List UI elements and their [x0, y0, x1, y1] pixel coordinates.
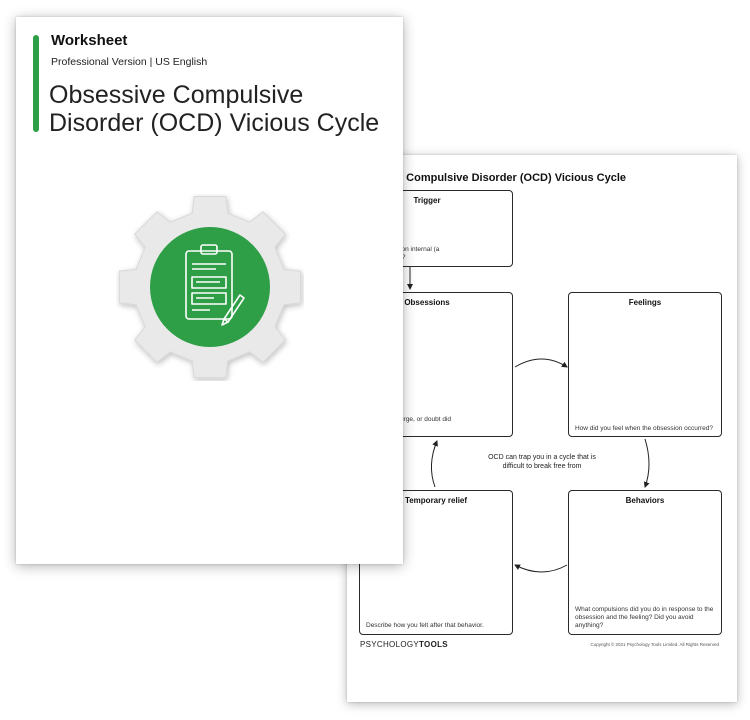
cycle-caption: OCD can trap you in a cycle that is diff…: [488, 454, 596, 470]
relief-title: Temporary relief: [404, 496, 468, 505]
copyright-text: Copyright © 2021 Psychology Tools Limite…: [590, 642, 719, 647]
relief-prompt: Describe how you felt after that behavio…: [366, 622, 484, 629]
behaviors-title: Behaviors: [625, 496, 665, 505]
gear-emblem: [116, 193, 304, 381]
behaviors-box: Behaviors What compulsions did you do in…: [568, 490, 722, 635]
arrow-obsessions-to-feelings: [514, 358, 568, 368]
document-version: Professional Version | US English: [51, 56, 208, 68]
arrow-relief-to-obsessions: [431, 440, 438, 488]
gear-inner-circle: [150, 227, 270, 347]
obsessions-title: Obsessions: [404, 298, 450, 307]
accent-bar: [33, 35, 39, 132]
cover-page: Worksheet Professional Version | US Engl…: [16, 17, 403, 564]
arrow-feelings-to-behaviors: [643, 438, 650, 488]
clipboard-icon: [185, 244, 245, 326]
gear-icon: [118, 195, 302, 379]
feelings-prompt: How did you feel when the obsession occu…: [575, 425, 714, 432]
psychology-tools-logo: PSYCHOLOGYTOOLS: [360, 640, 448, 649]
logo-light-text: PSYCHOLOGY: [360, 640, 420, 649]
trigger-title: Trigger: [413, 196, 441, 205]
document-title: Obsessive Compulsive Disorder (OCD) Vici…: [49, 81, 380, 137]
cycle-arrows: [407, 267, 650, 573]
feelings-title: Feelings: [628, 298, 662, 307]
document-type-label: Worksheet: [51, 32, 128, 49]
arrow-behaviors-to-relief: [514, 564, 568, 573]
worksheet-page: e Compulsive Disorder (OCD) Vicious Cycl…: [347, 155, 737, 702]
worksheet-title: e Compulsive Disorder (OCD) Vicious Cycl…: [397, 172, 627, 184]
logo-bold-text: TOOLS: [419, 640, 448, 649]
feelings-box: Feelings How did you feel when the obses…: [568, 292, 722, 437]
behaviors-prompt: What compulsions did you do in response …: [575, 606, 714, 629]
